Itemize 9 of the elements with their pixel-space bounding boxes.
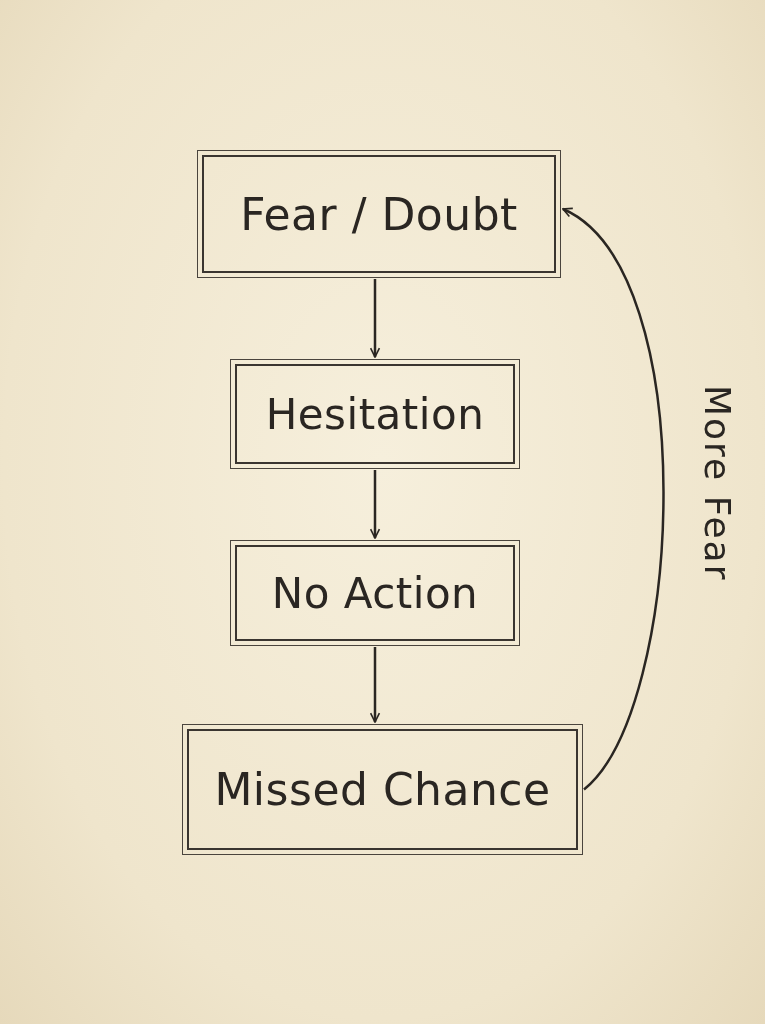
box-label: No Action (271, 568, 479, 618)
edge-label: More Fear (697, 385, 738, 582)
arrow (562, 208, 665, 791)
arrow (369, 470, 381, 539)
box-label: Missed Chance (214, 764, 551, 815)
box-label: Hesitation (265, 389, 485, 439)
box-label: Fear / Doubt (240, 188, 518, 240)
arrow (369, 647, 381, 723)
arrow (369, 279, 381, 358)
